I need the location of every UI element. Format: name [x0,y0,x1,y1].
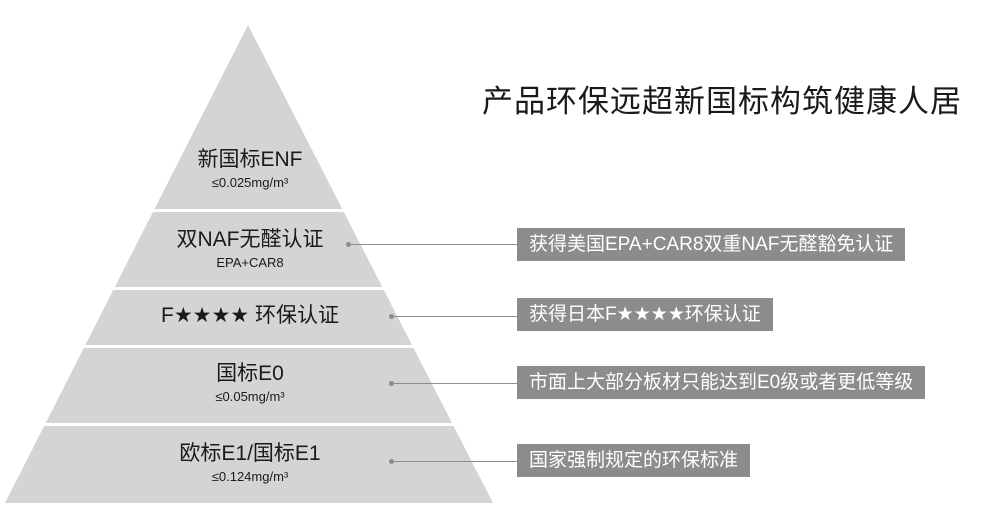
connector-line-2 [393,316,517,317]
tier-f4star-suffix: 环保认证 [249,304,339,327]
tier-naf-label: 双NAF无醛认证 [176,228,324,251]
tier-f4star-label: F★★★★ 环保认证 [0,304,500,328]
tier-e1-sub: ≤0.124mg/m³ [211,469,289,484]
connector-dot-3 [389,381,394,386]
tier-enf-label: 新国标ENF [197,148,303,171]
tier-e1: 欧标E1/国标E1 ≤0.124mg/m³ [0,442,500,486]
note-naf: 获得美国EPA+CAR8双重NAF无醛豁免认证 [517,228,906,261]
connector-line-4 [393,461,517,462]
note-e0: 市面上大部分板材只能达到E0级或者更低等级 [517,366,926,399]
connector-line-1 [350,244,517,245]
pyramid-shape [5,25,493,503]
tier-naf-sub: EPA+CAR8 [216,255,284,270]
star-icons: ★★★★ [173,304,250,327]
note-f4star: 获得日本F★★★★环保认证 [517,298,773,331]
tier-f4star-prefix: F [161,304,174,327]
tier-e1-label: 欧标E1/国标E1 [179,442,321,465]
note-e1: 国家强制规定的环保标准 [517,444,751,477]
connector-dot-1 [346,242,351,247]
tier-e0-sub: ≤0.05mg/m³ [215,389,285,404]
tier-enf: 新国标ENF ≤0.025mg/m³ [0,148,500,192]
tier-e0: 国标E0 ≤0.05mg/m³ [0,362,500,406]
tier-e0-label: 国标E0 [216,362,284,385]
tier-naf: 双NAF无醛认证 EPA+CAR8 [0,228,500,272]
headline: 产品环保远超新国标构筑健康人居 [482,84,962,119]
connector-line-3 [393,383,517,384]
tier-f4star: F★★★★ 环保认证 [0,304,500,328]
connector-dot-2 [389,314,394,319]
connector-dot-4 [389,459,394,464]
tier-enf-sub: ≤0.025mg/m³ [211,175,289,190]
